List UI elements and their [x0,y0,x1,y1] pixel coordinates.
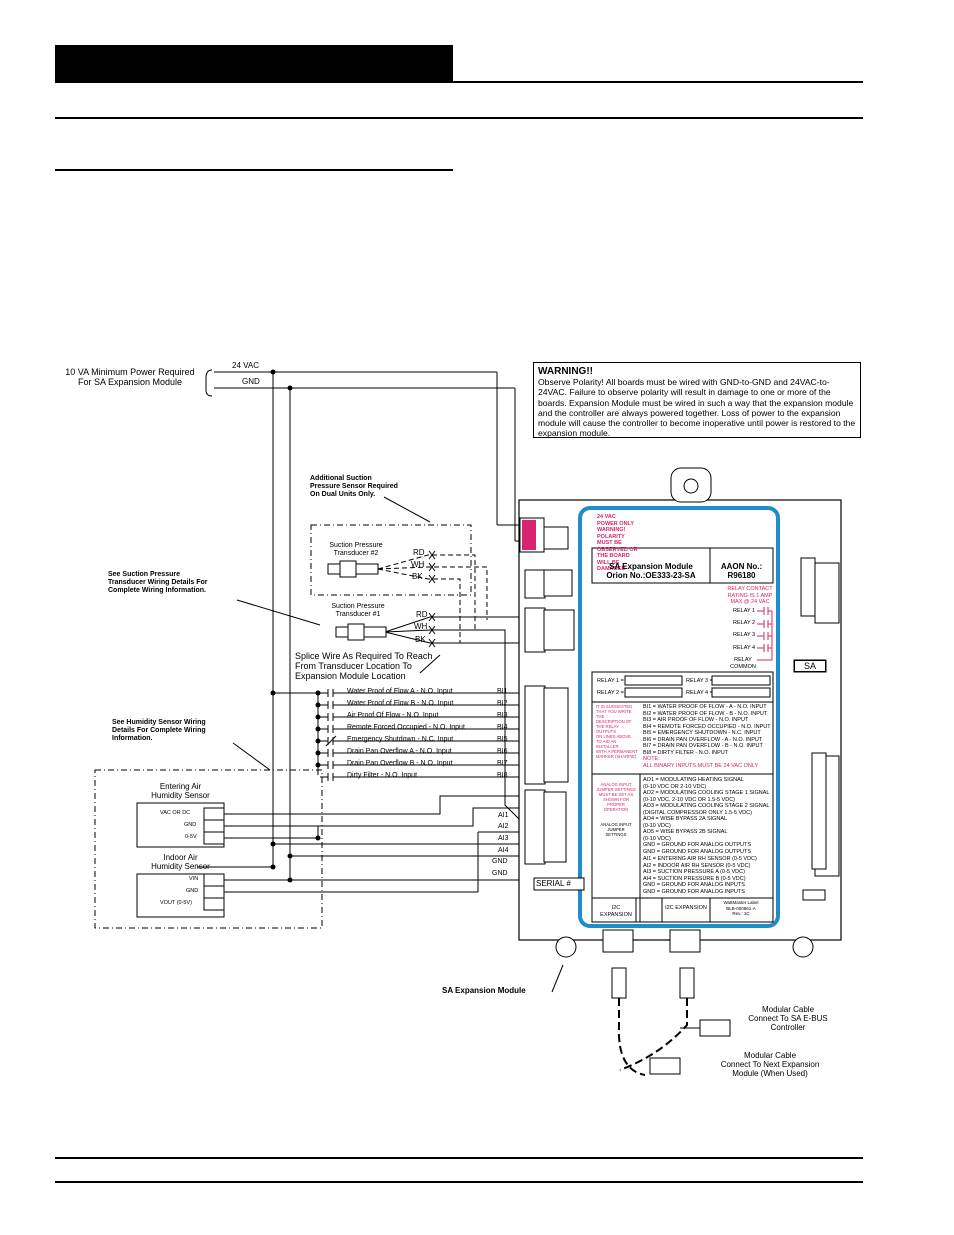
relay-field-3: RELAY 3 = [686,678,713,684]
indoor-sensor-title: Indoor Air Humidity Sensor [151,853,210,871]
indoor-pin-2: GND [186,888,199,894]
module-aaon: AAON No.: R96180 [720,562,763,580]
module-power-warning: 24 VAC POWER ONLY WARNING! POLARITY MUST… [597,514,638,572]
header-bar [55,45,453,83]
warning-box: WARNING!! Observe Polarity! All boards m… [533,362,861,438]
relay-rating-note: RELAY CONTACT RATING IS 1 AMP MAX @ 24 V… [727,586,773,605]
transducer-2-shape [327,560,379,578]
t1-wh: WH [414,622,428,631]
power-brace [205,369,213,397]
expansion-board [518,467,842,1076]
relay-3-label: RELAY 3 [733,632,756,638]
entering-sensor-title: Entering Air Humidity Sensor [151,782,210,800]
bi1-terminal: BI1 [497,688,508,695]
t2-rd: RD [413,548,425,557]
transducer-1-label: Suction Pressure Transducer #1 [331,603,385,618]
transducer-2-label: Suction Pressure Transducer #2 [329,542,383,557]
bi7-terminal: BI7 [497,760,508,767]
module-name: SA Expansion Module Orion No.:OE333-23-S… [606,562,696,580]
jumper-note: ANALOG INPUT JUMPER SETTINGS MUST BE SET… [596,782,636,812]
module-callout: SA Expansion Module [442,986,526,995]
cable-2-note: Modular Cable Connect To Next Expansion … [720,1051,820,1078]
ai2-terminal: AI2 [498,823,509,830]
gnd-label: GND [242,377,260,386]
i2c-expansion-2: I2C EXPANSION [665,905,707,911]
relay-suggest-note: IT IS SUGGESTED THAT YOU WRITE THE DESCR… [596,704,638,759]
ai4-terminal: AI4 [498,847,509,854]
t2-bk: BK [412,572,423,581]
warning-title: WARNING!! [538,366,593,377]
bi-list: BI1 = WATER PROOF OF FLOW - A - N.O. INP… [643,704,771,756]
relay-field-1: RELAY 1 = [597,678,624,684]
bi3-label: Air Proof Of Flow - N.O. Input [347,712,439,719]
bi2-terminal: BI2 [497,700,508,707]
relay-common-label: RELAY COMMON [730,657,756,670]
power-note: 10 VA Minimum Power Required For SA Expa… [65,367,195,387]
relay-1-label: RELAY 1 [733,608,756,614]
sa-tag: SA [794,660,826,672]
relay-field-2: RELAY 2 = [597,690,624,696]
additional-sensor-note: Additional Suction Pressure Sensor Requi… [310,475,398,498]
gnd2-terminal: GND [492,870,508,877]
section-rule [55,117,863,119]
ao-list: AO1 = MODULATING HEATING SIGNAL (0-10 VD… [643,777,770,855]
entering-pin-1: VAC OR DC [160,810,191,816]
relay-field-4: RELAY 4 = [686,690,713,696]
bi5-terminal: BI5 [497,736,508,743]
bi1-label: Water Proof of Flow A - N.O. Input [347,688,453,695]
header-rule [55,81,863,83]
suction-details-note: See Suction Pressure Transducer Wiring D… [108,571,208,594]
ai1-terminal: AI1 [498,812,509,819]
footer-rule-bottom [55,1181,863,1183]
bi8-terminal: BI8 [497,772,508,779]
ai-list: AI1 = ENTERING AIR RH SENSOR (0-5 VDC) A… [643,856,757,895]
bi3-terminal: BI3 [497,712,508,719]
vac-label: 24 VAC [232,361,259,370]
entering-pin-3: 0-5V [185,834,197,840]
serial-label: SERIAL # [536,879,571,888]
bi5-label: Emergency Shutdown - N.C. Input [347,736,454,743]
entering-pin-2: GND [184,822,197,828]
footer-rule-top [55,1157,863,1159]
bi6-terminal: BI6 [497,748,508,755]
relay-2-label: RELAY 2 [733,620,756,626]
bi2-label: Water Proof of Flow B - N.O. Input [347,700,454,707]
subsection-rule [55,169,453,171]
bi8-label: Dirty Filter - N.O. Input [347,772,418,779]
cable-1-note: Modular Cable Connect To SA E-BUS Contro… [748,1005,828,1032]
splice-note: Splice Wire As Required To Reach From Tr… [295,651,433,681]
relay-4-label: RELAY 4 [733,645,756,651]
warning-body: Observe Polarity! All boards must be wir… [538,377,856,439]
t2-wh: WH [411,560,425,569]
i2c-expansion-1: I2C EXPANSION [600,905,632,918]
transducer-1-shape [335,623,387,641]
label-part-number: WattMaster Label BLB-000861-A Rev.: 1C [723,900,759,916]
bi6-label: Drain Pan Overflow A - N.O. Input [347,748,452,755]
t1-rd: RD [416,610,428,619]
bi7-label: Drain Pan Overflow B - N.O. Input [347,760,453,767]
indoor-pin-1: VIN [189,876,199,882]
indoor-pin-3: VOUT (0-5V) [160,900,192,906]
bi-note: NOTE: ALL BINARY INPUTS MUST BE 24 VAC O… [643,756,759,769]
gnd1-terminal: GND [492,858,508,865]
jumper-title: ANALOG INPUT JUMPER SETTINGS [600,822,632,837]
bi4-label: Remote Forced Occupied - N.O. Input [347,724,465,731]
ai3-terminal: AI3 [498,835,509,842]
bi4-terminal: BI4 [497,724,508,731]
t1-bk: BK [415,635,426,644]
humidity-note: See Humidity Sensor Wiring Details For C… [112,719,206,742]
